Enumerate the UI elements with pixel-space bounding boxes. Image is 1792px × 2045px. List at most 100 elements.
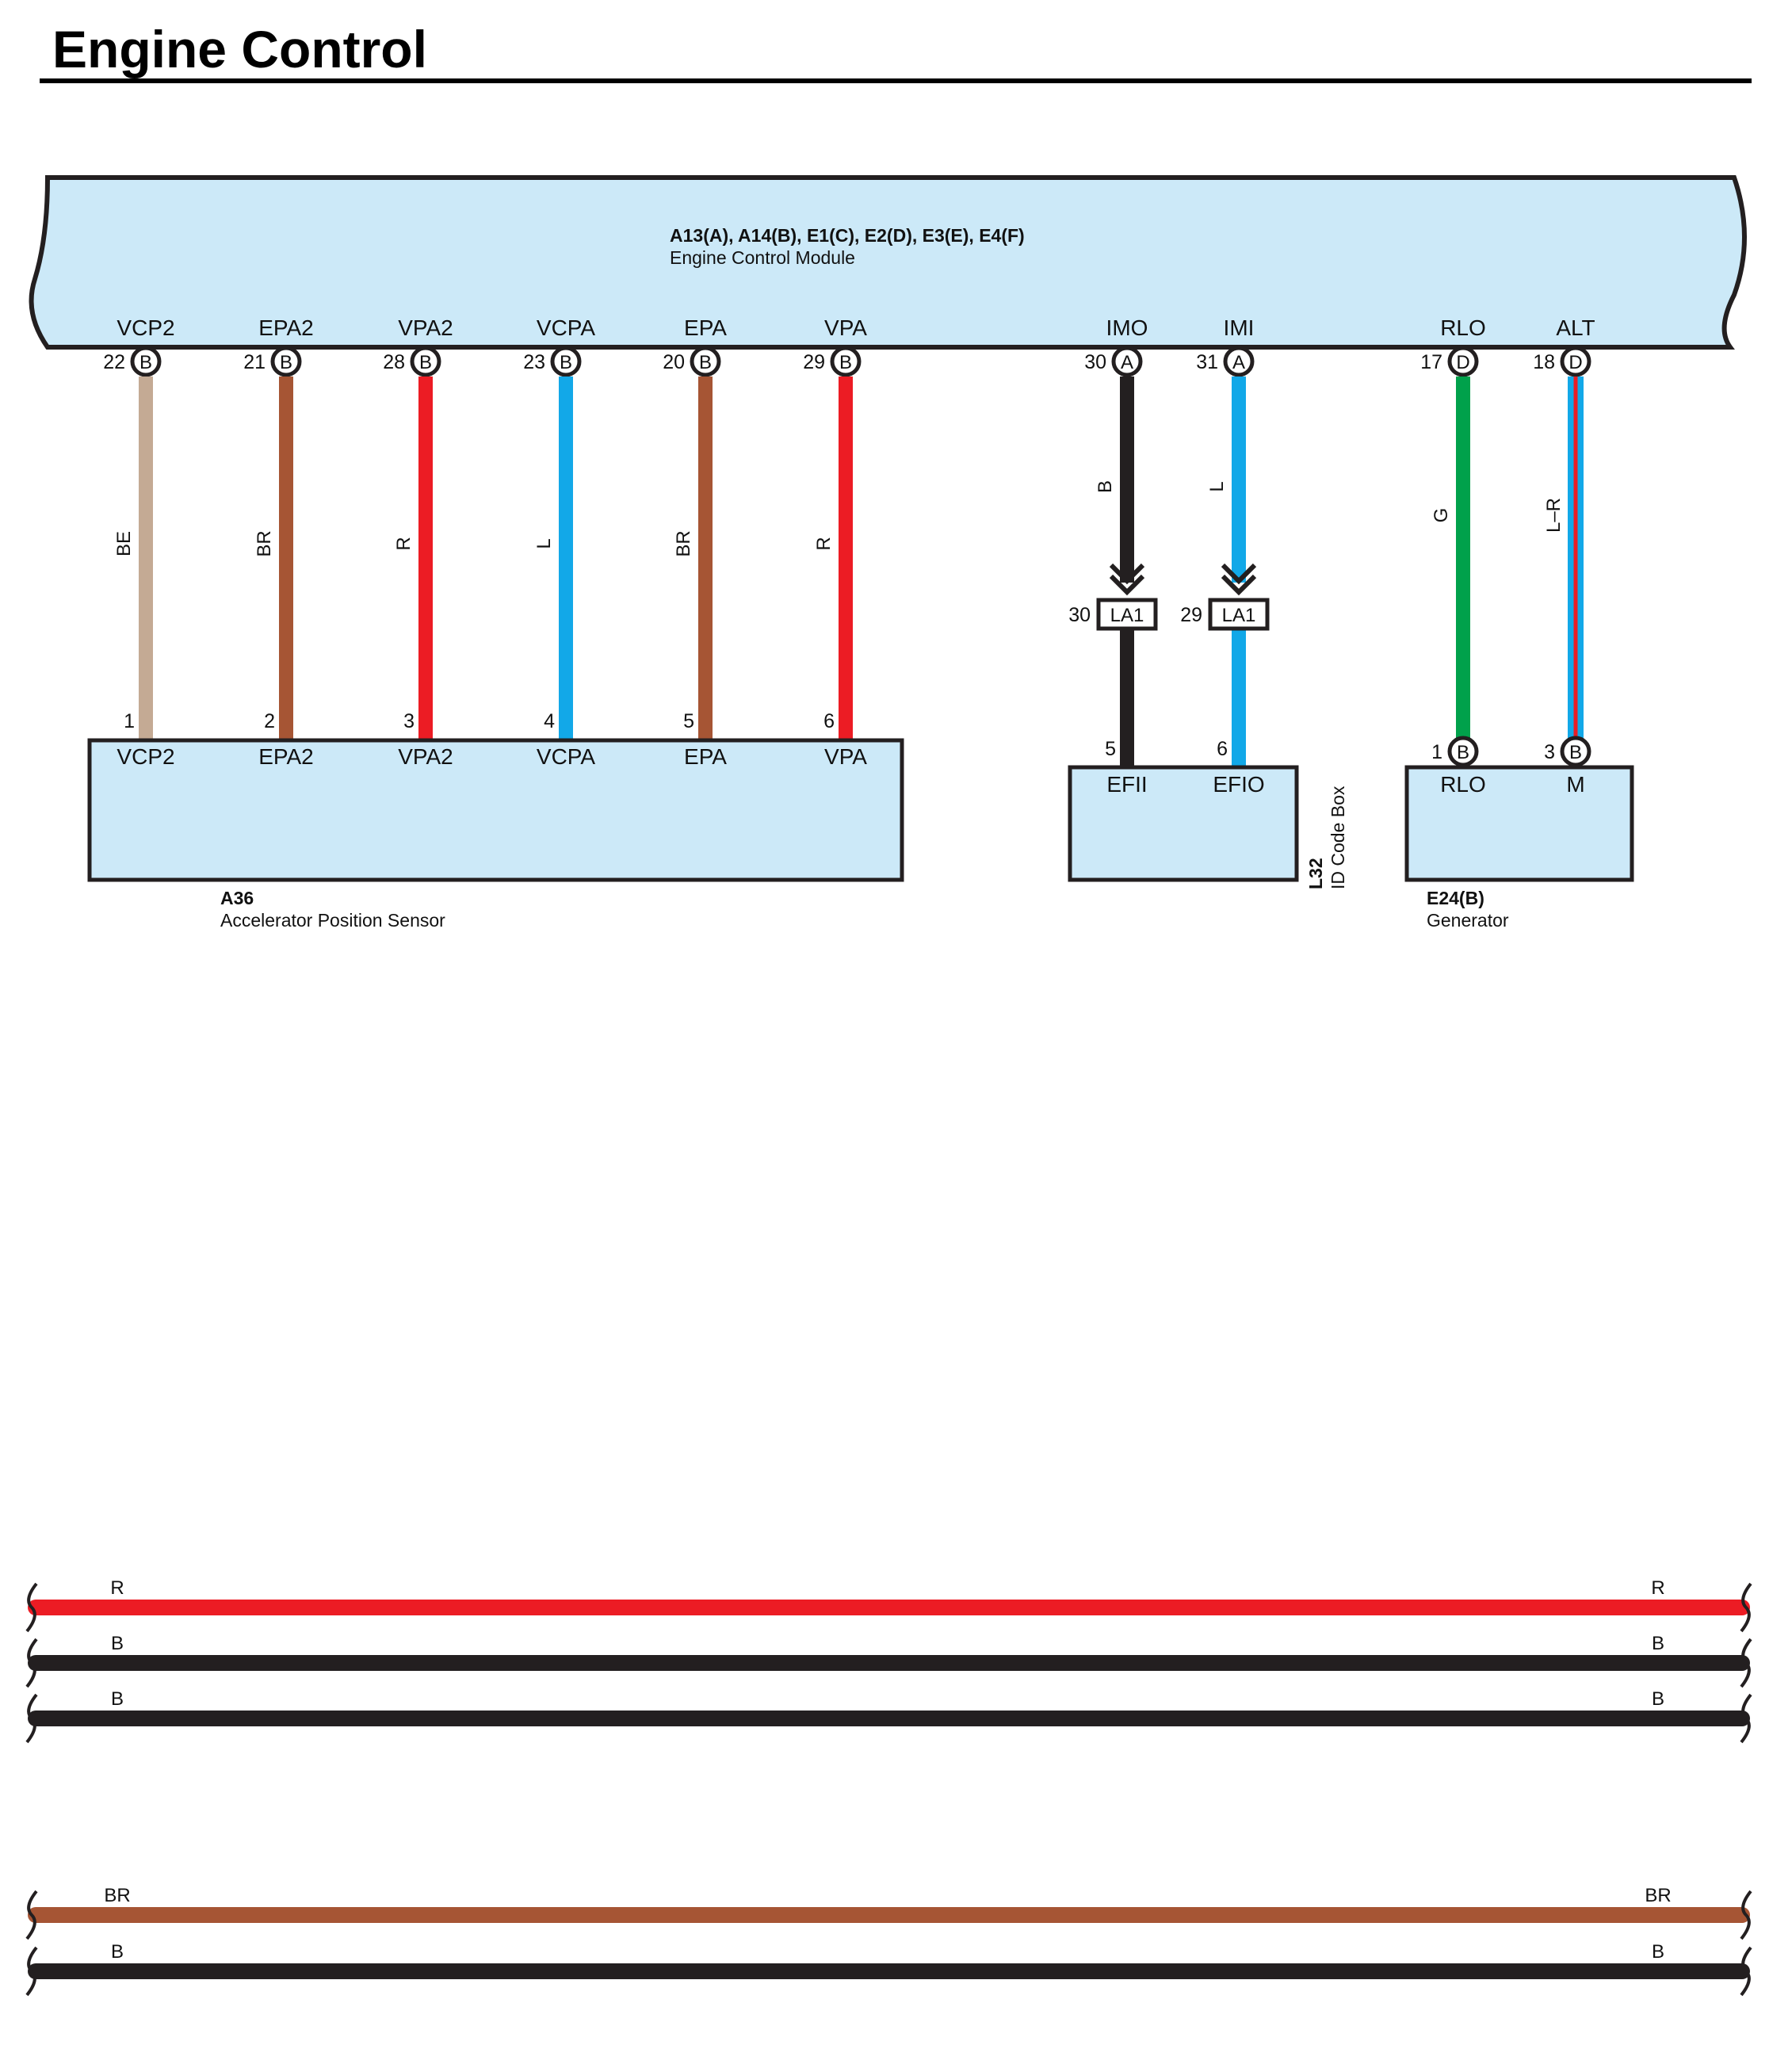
ecm-terminal-letter: B bbox=[560, 352, 572, 373]
id-code-box-id: L32 bbox=[1305, 858, 1326, 889]
ecm-terminal bbox=[550, 346, 582, 377]
title-rule bbox=[40, 78, 1752, 83]
ecm-pin-number: 29 bbox=[803, 351, 825, 373]
ecm-pin-number: 22 bbox=[103, 351, 125, 373]
accel-pin-label: VCPA bbox=[537, 744, 595, 769]
wire-strip-code-right: B bbox=[1652, 1941, 1664, 1963]
accel-pin-label: VPA2 bbox=[398, 744, 453, 769]
id-box-pin-label: EFII bbox=[1106, 772, 1147, 797]
wire-color-code: BR bbox=[254, 530, 275, 556]
generator-terminal bbox=[1447, 736, 1479, 767]
generator-id: E24(B) bbox=[1427, 888, 1484, 908]
wire-color-code: G bbox=[1431, 508, 1452, 523]
junction-label: LA1 bbox=[1110, 605, 1144, 626]
accel-pin-label: VCP2 bbox=[117, 744, 174, 769]
wire-strip-break-right bbox=[1740, 1946, 1752, 1997]
ecm-pin-number: 23 bbox=[523, 351, 545, 373]
wire-color-code: L–R bbox=[1543, 498, 1565, 533]
ecm-terminal-letter: B bbox=[839, 352, 852, 373]
ecm-terminal-letter: B bbox=[139, 352, 152, 373]
wire-color-code: B bbox=[1095, 480, 1116, 493]
wire-strip-break-left bbox=[25, 1582, 38, 1633]
junction-chevron bbox=[1221, 574, 1257, 596]
ecm-pin-label: VPA bbox=[824, 315, 867, 340]
wire-strip-break-left bbox=[25, 1946, 38, 1997]
generator-terminal-letter: B bbox=[1457, 742, 1469, 763]
junction-pin-number: 30 bbox=[1068, 604, 1091, 626]
accel-pin-label: EPA2 bbox=[258, 744, 314, 769]
ecm-box bbox=[29, 175, 1747, 350]
wire-strip-code-right: B bbox=[1652, 1633, 1664, 1654]
junction-chevron bbox=[1109, 574, 1145, 596]
page-title: Engine Control bbox=[52, 20, 427, 78]
ecm-terminal-letter: A bbox=[1121, 352, 1133, 373]
wire-strip-break-left bbox=[25, 1890, 38, 1940]
ecm-pins: VCP222EPA221VPA228VCPA23EPA20VPA29IMO30I… bbox=[103, 315, 1595, 377]
ecm-terminal bbox=[830, 346, 862, 377]
wire-strip-code-left: B bbox=[111, 1688, 124, 1710]
ecm-pin-number: 18 bbox=[1533, 351, 1555, 373]
accel-pin-label: VPA bbox=[824, 744, 867, 769]
ecm-terminal bbox=[1223, 346, 1255, 377]
ecm-terminal bbox=[1447, 346, 1479, 377]
ecm-terminal bbox=[270, 346, 302, 377]
id-box-pin-label: EFIO bbox=[1213, 772, 1264, 797]
wire-strip-code-right: BR bbox=[1645, 1885, 1671, 1906]
ecm-pin-label: EPA2 bbox=[258, 315, 314, 340]
junction-chevron bbox=[1109, 563, 1145, 585]
ecm-terminal-letter: B bbox=[699, 352, 712, 373]
ecm-terminal bbox=[130, 346, 162, 377]
junction-pin-number: 29 bbox=[1180, 604, 1202, 626]
ecm-terminal-letter: A bbox=[1232, 352, 1245, 373]
ecm-codes: A13(A), A14(B), E1(C), E2(D), E3(E), E4(… bbox=[670, 225, 1025, 246]
ecm-terminal bbox=[410, 346, 441, 377]
ecm-pin-number: 30 bbox=[1084, 351, 1106, 373]
accel-sensor-name: Accelerator Position Sensor bbox=[220, 910, 445, 931]
ecm-pin-label: IMI bbox=[1224, 315, 1255, 340]
ecm-terminal-letter: D bbox=[1456, 352, 1469, 373]
accel-pin-number: 5 bbox=[683, 710, 694, 732]
ecm-pin-label: ALT bbox=[1556, 315, 1595, 340]
wire-strip-code-right: B bbox=[1652, 1688, 1664, 1710]
wire-color-code: BE bbox=[113, 531, 135, 556]
accel-pin-number: 3 bbox=[403, 710, 415, 732]
generator-pin-label: M bbox=[1566, 772, 1584, 797]
wire-strip-code-left: R bbox=[110, 1577, 124, 1599]
generator-terminal-letter: B bbox=[1569, 742, 1582, 763]
wire-strip-break-right bbox=[1740, 1638, 1752, 1688]
wire-color-code: R bbox=[393, 537, 415, 550]
ecm-pin-label: EPA bbox=[684, 315, 727, 340]
ecm-name: Engine Control Module bbox=[670, 247, 855, 268]
generator-pin-number: 3 bbox=[1544, 741, 1555, 763]
accel-pin-label: EPA bbox=[684, 744, 727, 769]
ecm-pin-number: 21 bbox=[243, 351, 266, 373]
generator-box bbox=[1404, 765, 1634, 882]
id-box-pin-number: 5 bbox=[1105, 738, 1116, 760]
id-code-box bbox=[1068, 765, 1299, 882]
generator-name: Generator bbox=[1427, 910, 1509, 931]
ecm-terminal-letter: B bbox=[280, 352, 292, 373]
wire-strip-code-left: B bbox=[111, 1633, 124, 1654]
ecm-terminal bbox=[690, 346, 721, 377]
ecm-pin-label: VCP2 bbox=[117, 315, 174, 340]
wire-color-code: R bbox=[813, 537, 835, 550]
generator-pin-number: 1 bbox=[1431, 741, 1442, 763]
id-code-box-name: ID Code Box bbox=[1328, 786, 1348, 889]
accel-sensor-box bbox=[87, 738, 904, 882]
ecm-terminal-letter: B bbox=[419, 352, 432, 373]
ecm-pin-number: 28 bbox=[383, 351, 405, 373]
wire-strip-break-right bbox=[1740, 1582, 1752, 1633]
wire-color-code: BR bbox=[673, 530, 694, 556]
junction-box bbox=[1096, 598, 1158, 631]
ecm-pin-label: VPA2 bbox=[398, 315, 453, 340]
wire-strip-break-right bbox=[1740, 1890, 1752, 1940]
generator-pin-label: RLO bbox=[1440, 772, 1486, 797]
ecm-pin-number: 31 bbox=[1196, 351, 1218, 373]
id-box-pin-number: 6 bbox=[1217, 738, 1228, 760]
